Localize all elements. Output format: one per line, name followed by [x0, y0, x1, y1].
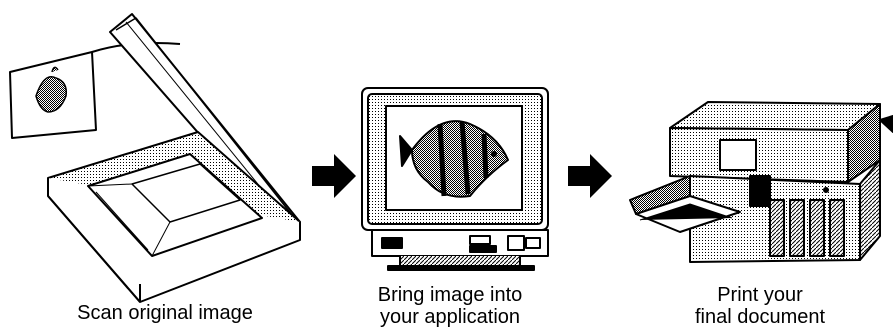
- arrow-right-icon: [568, 154, 612, 198]
- step-caption-bring: Bring image into your application: [340, 284, 560, 328]
- scanner-base: [48, 132, 300, 302]
- arrow-right-icon: [312, 154, 356, 198]
- printer-illustration: [630, 102, 893, 262]
- step-caption-print: Print your final document: [650, 284, 870, 328]
- step-caption-scan: Scan original image: [40, 302, 290, 324]
- scanner-illustration: [10, 14, 300, 302]
- monitor-illustration: [362, 88, 548, 270]
